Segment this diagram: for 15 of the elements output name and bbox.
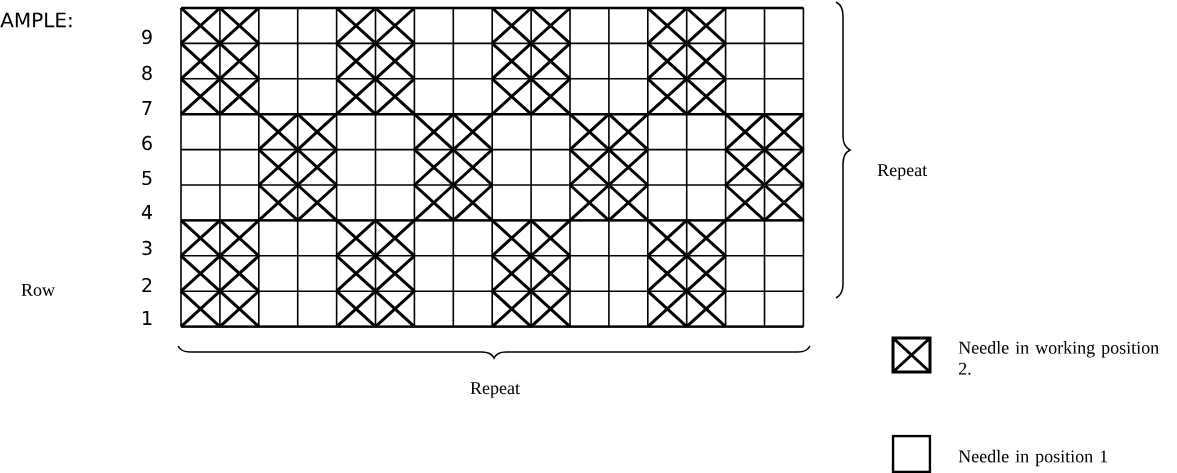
axis-label: Row [21, 284, 55, 296]
row-number: 2 [142, 277, 152, 293]
row-number: 8 [142, 65, 152, 81]
row-number: 4 [141, 205, 152, 219]
row-number: 3 [142, 240, 152, 256]
row-number: 9 [142, 29, 152, 45]
brace-label: Repeat [470, 382, 520, 398]
legend-text: Needle in working position 2. [958, 341, 1159, 375]
row-number: 7 [142, 101, 152, 115]
row-number: 5 [142, 170, 152, 186]
heading: AMPLE: [0, 12, 72, 28]
brace-label: Repeat [877, 164, 928, 180]
legend-text: Needle in position 1 [958, 449, 1108, 467]
row-number: 6 [142, 135, 152, 151]
row-number: 1 [143, 311, 152, 325]
